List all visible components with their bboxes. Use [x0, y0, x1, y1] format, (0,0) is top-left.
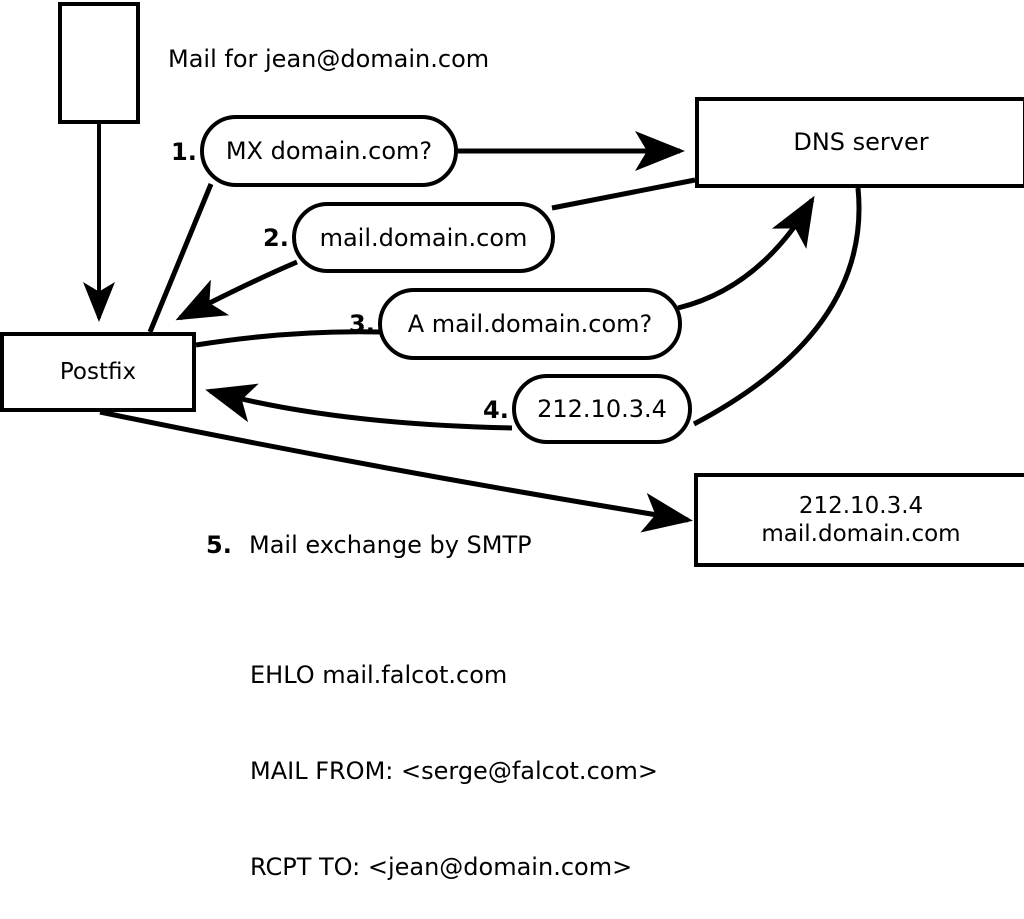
wire-step4-dns-to-pill4: [692, 187, 862, 427]
smtp-line: EHLO mail.falcot.com: [250, 661, 508, 689]
smtp-line: MAIL FROM: <serge@falcot.com>: [250, 757, 658, 785]
wire-step2-dns-to-pill2: [551, 177, 696, 211]
wire-step3-postfix-to-pill3: [195, 329, 381, 348]
smtp-transcript: EHLO mail.falcot.com MAIL FROM: <serge@f…: [250, 595, 658, 919]
step-4-pill-label: 212.10.3.4: [537, 395, 667, 423]
step-5-number: 5.: [206, 531, 232, 559]
remote-mx-box[interactable]: 212.10.3.4 mail.domain.com: [694, 473, 1024, 567]
postfix-label: Postfix: [59, 358, 137, 385]
step-1-pill-label: MX domain.com?: [225, 137, 433, 165]
remote-mx-ip: 212.10.3.4: [798, 492, 924, 519]
wire-step4-pill4-to-postfix: [205, 383, 513, 431]
step-3-number: 3.: [349, 310, 375, 338]
step-4-number: 4.: [483, 396, 509, 424]
step-3-pill-label: A mail.domain.com?: [407, 310, 653, 338]
step-1-number: 1.: [171, 138, 197, 166]
step-3-pill[interactable]: A mail.domain.com?: [378, 288, 682, 360]
step-4-pill[interactable]: 212.10.3.4: [512, 374, 692, 444]
remote-mx-hostname: mail.domain.com: [761, 521, 961, 547]
wire-step5-postfix-to-remote-mx: [99, 409, 693, 533]
wire-step2-pill2-to-postfix: [175, 259, 298, 321]
wire-step1-postfix-to-pill1: [147, 183, 214, 333]
wire-step3-pill3-to-dns: [677, 195, 815, 311]
step-2-pill-label: mail.domain.com: [319, 223, 528, 252]
step-2-number: 2.: [263, 224, 289, 252]
dns-server-box[interactable]: DNS server: [695, 97, 1024, 188]
mail-for-note: Mail for jean@domain.com: [168, 45, 490, 73]
dns-server-label: DNS server: [793, 127, 929, 156]
mail-source-box[interactable]: [58, 2, 140, 124]
step-1-pill[interactable]: MX domain.com?: [200, 115, 458, 187]
smtp-line: RCPT TO: <jean@domain.com>: [250, 853, 633, 881]
postfix-box[interactable]: Postfix: [0, 332, 196, 412]
step-5-label: Mail exchange by SMTP: [249, 531, 532, 559]
step-2-pill[interactable]: mail.domain.com: [292, 202, 555, 273]
